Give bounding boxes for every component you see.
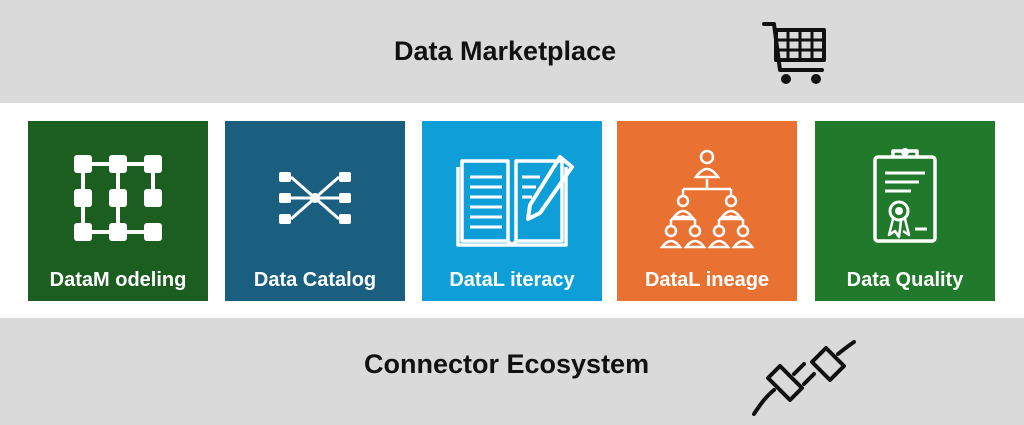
marketplace-title: Data Marketplace bbox=[394, 36, 617, 66]
book-pen-icon bbox=[456, 155, 574, 247]
tile-label: Data Quality bbox=[846, 269, 964, 291]
connector-title: Connector Ecosystem bbox=[364, 349, 650, 379]
shopping-cart-icon bbox=[762, 22, 826, 84]
marketplace-band: Data Marketplace bbox=[0, 0, 1024, 103]
tile-label: Data Catalog bbox=[253, 269, 377, 291]
tile-data-quality[interactable]: Data Quality bbox=[815, 121, 995, 301]
tile-data-catalog[interactable]: Data Catalog bbox=[225, 121, 405, 301]
network-nodes-icon bbox=[279, 172, 351, 224]
tile-label: DataL ineage bbox=[644, 269, 770, 291]
tile-label: DataL iteracy bbox=[449, 269, 575, 291]
tile-data-literacy[interactable]: DataL iteracy bbox=[422, 121, 602, 301]
tile-label: DataM odeling bbox=[49, 269, 187, 291]
tile-data-lineage[interactable]: DataL ineage bbox=[617, 121, 797, 301]
modeling-grid-icon bbox=[74, 155, 162, 241]
certificate-clipboard-icon bbox=[873, 148, 937, 243]
tile-data-modeling[interactable]: DataM odeling bbox=[28, 121, 208, 301]
hierarchy-people-icon bbox=[659, 149, 755, 249]
connector-band: Connector Ecosystem bbox=[0, 318, 1024, 425]
plug-icon bbox=[752, 340, 856, 416]
